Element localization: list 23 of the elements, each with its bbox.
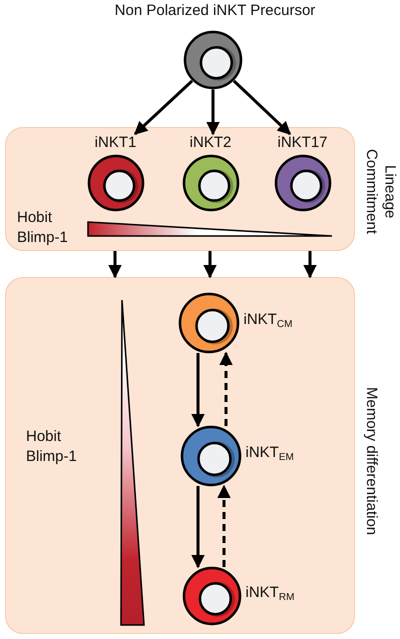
arrow [191, 353, 205, 428]
arrow [206, 90, 220, 136]
arrow [134, 80, 194, 136]
cell-label: Non Polarized iNKT Precursor [114, 2, 316, 19]
gene-label: Hobit Blimp-1 [26, 427, 78, 468]
panel-title: Lineage Commitment [362, 148, 398, 236]
arrow [303, 251, 317, 278]
cell-label: iNKT17 [276, 134, 329, 150]
gene-label: Hobit Blimp-1 [17, 208, 69, 248]
arrow [232, 80, 292, 136]
panel-title: Memory differentiation [362, 386, 380, 538]
cell-label: iNKT2 [188, 134, 232, 150]
arrow [217, 484, 231, 567]
cell-label: iNKT$_{RM}$ [246, 584, 294, 602]
gradient-wedge [86, 220, 332, 236]
arrow [191, 486, 205, 568]
arrow [219, 352, 233, 426]
cell-label: iNKT$_{CM}$ [244, 310, 292, 330]
cell-label: iNKT$_{EM}$ [246, 444, 294, 462]
arrow [108, 251, 122, 278]
cell-label: iNKT1 [94, 134, 138, 150]
gradient-wedge [120, 298, 144, 626]
arrow [203, 251, 217, 278]
